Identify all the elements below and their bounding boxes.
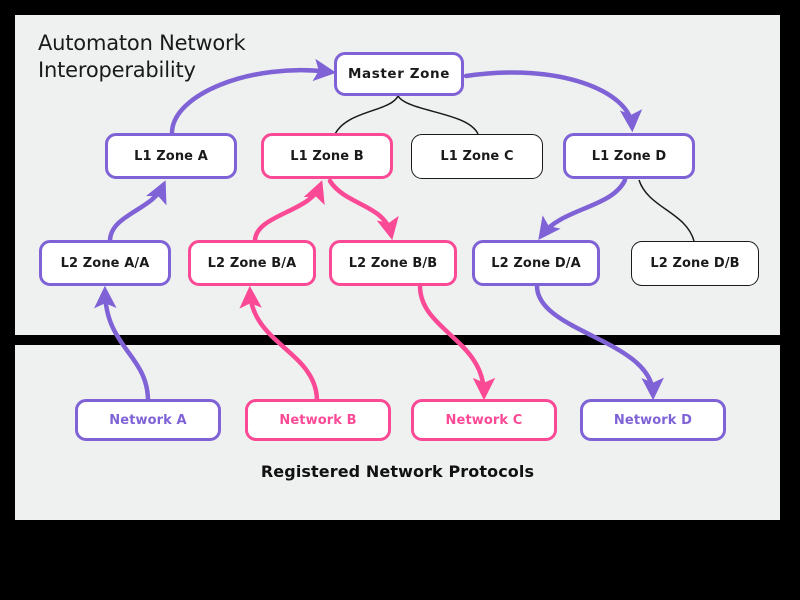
diagram-title: Automaton Network Interoperability	[38, 31, 246, 82]
node-l1-zone-d[interactable]: L1 Zone D	[563, 133, 695, 179]
node-l2-zone-b-b[interactable]: L2 Zone B/B	[329, 240, 457, 286]
node-l2-zone-d-b[interactable]: L2 Zone D/B	[631, 241, 759, 286]
node-l2-zone-d-a[interactable]: L2 Zone D/A	[472, 240, 600, 286]
node-network-b[interactable]: Network B	[245, 399, 391, 441]
node-network-a[interactable]: Network A	[75, 399, 221, 441]
node-l2-zone-b-a[interactable]: L2 Zone B/A	[188, 240, 316, 286]
node-network-d[interactable]: Network D	[580, 399, 726, 441]
node-network-c[interactable]: Network C	[411, 399, 557, 441]
registered-protocols-label: Registered Network Protocols	[260, 462, 535, 481]
node-l1-zone-c[interactable]: L1 Zone C	[411, 134, 543, 179]
node-l1-zone-b[interactable]: L1 Zone B	[261, 133, 393, 179]
node-master-zone[interactable]: Master Zone	[334, 52, 464, 96]
node-l1-zone-a[interactable]: L1 Zone A	[105, 133, 237, 179]
node-l2-zone-a-a[interactable]: L2 Zone A/A	[39, 240, 171, 286]
